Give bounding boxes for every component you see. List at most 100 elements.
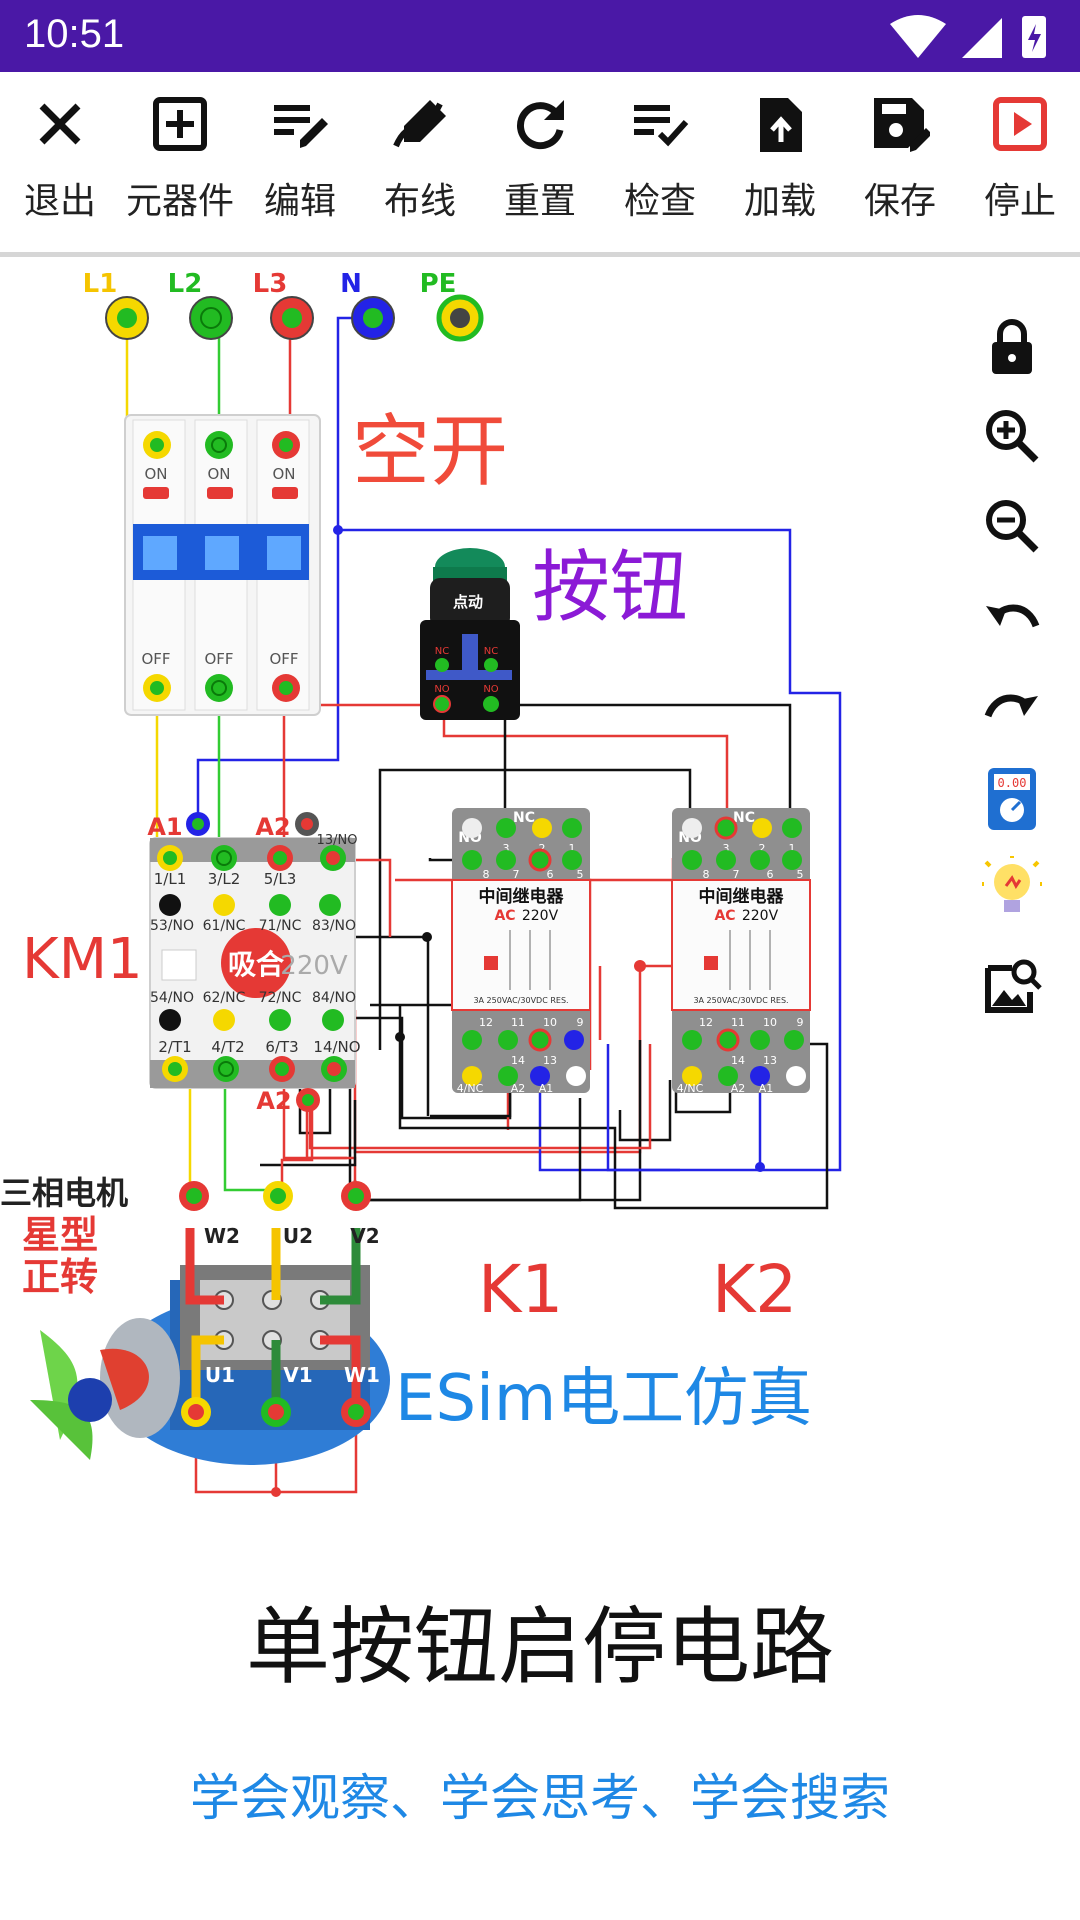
terminal-label-l3: L3 <box>253 269 288 299</box>
motor[interactable]: 三相电机 星型 正转 W2 U2 V2 U1 V1 W1 <box>0 1174 390 1465</box>
contactor-term-54no: 54/NO <box>150 990 194 1006</box>
contactor-term-6t3: 6/T3 <box>265 1038 298 1056</box>
edit-list-icon <box>274 105 328 148</box>
svg-text:0.00: 0.00 <box>998 776 1027 790</box>
button-no-right: NO <box>483 684 498 695</box>
contactor-term-3l2: 3/L2 <box>208 870 241 888</box>
page-title: 单按钮启停电路 <box>245 1598 834 1696</box>
breaker-off-1: OFF <box>141 650 170 668</box>
wiring-pen-icon <box>393 100 446 148</box>
relay-k2-spec: 3A 250VAC/30VDC RES. <box>693 996 788 1005</box>
reset-button[interactable]: 重置 <box>480 72 600 252</box>
button-cap-text: 点动 <box>453 593 483 611</box>
relay-k1-t12: 12 <box>479 1016 493 1029</box>
bulb-icon[interactable] <box>982 856 1042 922</box>
contactor-a2-bottom-label: A2 <box>256 1087 291 1115</box>
terminal-label-pe: PE <box>420 269 457 299</box>
image-search-icon[interactable] <box>982 956 1042 1016</box>
relay-k2-t11: 11 <box>731 1016 745 1029</box>
relay-k1-t3: 3 <box>503 842 510 855</box>
contactor-term-83no: 83/NO <box>312 918 356 934</box>
edit-button[interactable]: 编辑 <box>240 72 360 252</box>
terminal-label-l2: L2 <box>168 269 203 299</box>
components-button[interactable]: 元器件 <box>120 72 240 252</box>
button-no-left: NO <box>434 684 449 695</box>
breaker-on-2: ON <box>207 465 230 483</box>
contactor-term-1l1: 1/L1 <box>154 870 187 888</box>
exit-button[interactable]: 退出 <box>0 72 120 252</box>
redo-icon[interactable] <box>982 676 1042 736</box>
contactor-term-61nc: 61/NC <box>203 918 246 934</box>
relay-k2[interactable]: 中间继电器 AC 220V 3A 250VAC/30VDC RES. NO NC… <box>671 808 811 1095</box>
contactor-term-72nc: 72/NC <box>259 990 302 1006</box>
save-button[interactable]: 保存 <box>840 72 960 252</box>
stop-label: 停止 <box>983 181 1056 222</box>
relay-k1-t8: 8 <box>483 868 490 881</box>
relay-k1-t1: 1 <box>569 842 576 855</box>
motor-term-w1: W1 <box>344 1363 380 1387</box>
stop-icon <box>993 97 1047 151</box>
relay-k2-4nc: 4/NC <box>677 1082 704 1095</box>
zoom-out-icon[interactable] <box>982 496 1042 556</box>
relay-k1-a1: A1 <box>539 1082 554 1095</box>
motor-term-v2: V2 <box>350 1224 379 1248</box>
relay-k1[interactable]: 中间继电器 AC 220V 3A 250VAC/30VDC RES. NO NC… <box>451 808 591 1095</box>
motor-mode-1: 星型 <box>22 1213 98 1257</box>
status-time: 10:51 <box>24 12 125 56</box>
stop-button[interactable]: 停止 <box>960 72 1080 252</box>
check-button[interactable]: 检查 <box>600 72 720 252</box>
contactor-term-14no: 14/NO <box>313 1038 360 1056</box>
terminal-label-l1: L1 <box>83 269 118 299</box>
button-nc-right: NC <box>484 646 498 657</box>
contactor-a2-label: A2 <box>255 813 290 841</box>
power-terminals[interactable]: L1 L2 L3 N PE <box>83 269 484 342</box>
relay-k1-t9: 9 <box>577 1016 584 1029</box>
load-button[interactable]: 加载 <box>720 72 840 252</box>
button-nc-left: NC <box>435 646 449 657</box>
contactor-term-5l3: 5/L3 <box>264 870 297 888</box>
add-box-icon <box>153 97 207 151</box>
relay-k2-t8: 8 <box>703 868 710 881</box>
motor-term-u1: U1 <box>205 1363 235 1387</box>
edit-label: 编辑 <box>263 181 336 222</box>
push-button[interactable]: 点动 NC NC NO NO <box>420 548 520 720</box>
contactor-term-2t1: 2/T1 <box>158 1038 191 1056</box>
relay-k2-t14: 14 <box>731 1054 745 1067</box>
lock-icon[interactable] <box>982 316 1042 376</box>
wiring-button[interactable]: 布线 <box>360 72 480 252</box>
wiring-label: 布线 <box>383 181 456 222</box>
relay-k1-title: 中间继电器 <box>479 886 565 907</box>
zoom-in-icon[interactable] <box>982 406 1042 466</box>
contactor-km1[interactable]: 吸合 220V A1 A2 A2 1/L1 3/L2 5/L3 13/NO 53… <box>147 812 361 1115</box>
relay-k2-a1: A1 <box>759 1082 774 1095</box>
contactor-term-4t2: 4/T2 <box>211 1038 244 1056</box>
motor-label: 三相电机 <box>0 1174 128 1212</box>
load-label: 加载 <box>743 181 816 222</box>
signal-icon <box>962 18 1002 58</box>
contactor-a1-label: A1 <box>147 813 182 841</box>
multimeter-icon[interactable]: 0.00 <box>982 766 1042 832</box>
toolbar-divider <box>0 252 1080 257</box>
relay-k2-t7: 7 <box>733 868 740 881</box>
relay-k1-voltage: 220V <box>522 908 559 924</box>
relay-k2-title: 中间继电器 <box>699 886 785 907</box>
terminal-label-n: N <box>340 269 362 299</box>
contactor-term-71nc: 71/NC <box>259 918 302 934</box>
circuit-canvas[interactable]: L1 L2 L3 N PE ON ON ON OFF OFF OFF 空开 <box>0 257 1080 1557</box>
relay-k2-label: K2 <box>712 1251 797 1328</box>
undo-icon[interactable] <box>982 586 1042 646</box>
relay-k1-t11: 11 <box>511 1016 525 1029</box>
contactor-label: KM1 <box>22 927 143 992</box>
breaker-off-3: OFF <box>269 650 298 668</box>
brand-label: ESim电工仿真 <box>395 1362 812 1436</box>
relay-k2-t1: 1 <box>789 842 796 855</box>
circuit-breaker[interactable]: ON ON ON OFF OFF OFF <box>124 414 321 716</box>
relay-k2-ac: AC <box>714 908 735 924</box>
relay-k1-t5: 5 <box>577 868 584 881</box>
relay-k2-t5: 5 <box>797 868 804 881</box>
contactor-voltage: 220V <box>280 951 348 981</box>
relay-k1-ac: AC <box>494 908 515 924</box>
relay-k2-t2: 2 <box>759 842 766 855</box>
page-subtitle: 学会观察、学会思考、学会搜索 <box>190 1769 890 1827</box>
relay-k2-t3: 3 <box>723 842 730 855</box>
